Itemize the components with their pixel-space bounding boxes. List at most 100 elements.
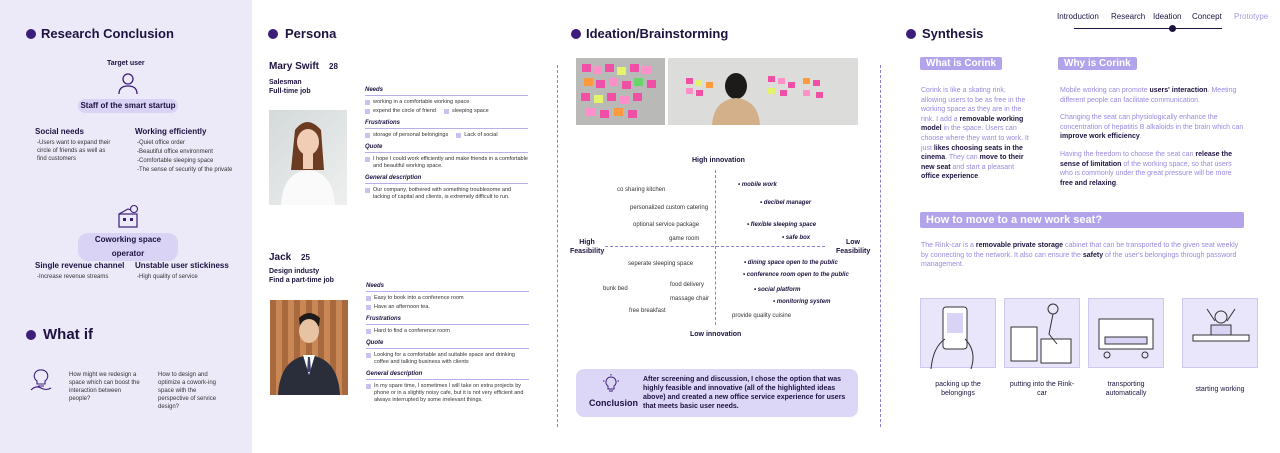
how-to-move-tag: How to move to a new work seat? [920, 212, 1244, 228]
persona-role: Design industy [269, 268, 320, 275]
idea-highlighted: • conference room open to the public [743, 272, 849, 278]
persona-job: Full-time job [269, 88, 311, 95]
what-is-corink-text: Corink is like a skating rink, allowing … [921, 87, 1029, 181]
idea-highlighted: • monitoring system [773, 299, 831, 305]
persona-age: 25 [301, 253, 310, 262]
research-title: Research Conclusion [41, 26, 174, 41]
idea-highlighted: • dining space open to the public [744, 260, 838, 266]
working-line: -Quiet office order [137, 140, 185, 146]
why-is-corink-text: Mobile working can promote users' intera… [1060, 87, 1244, 187]
stickiness-title: Unstable user stickiness [135, 261, 229, 270]
conclusion-text: After screening and discussion, I chose … [643, 376, 846, 410]
idea-highlighted: • mobile work [738, 182, 777, 188]
idea-highlighted: • flexible sleeping space [747, 222, 817, 228]
axis-low-innovation: Low innovation [690, 331, 742, 338]
step-caption: putting into the Rink-car [1009, 381, 1075, 397]
step-caption: packing up the belongings [935, 381, 981, 397]
need-item: working in a comfortable working space [365, 99, 528, 106]
description-text: Our company, bothered with something tro… [365, 187, 528, 201]
working-line: -Comfortable sleeping space [137, 158, 214, 164]
why-is-corink-tag: Why is Corink [1058, 57, 1137, 70]
step-illustration [1182, 298, 1258, 368]
step-illustration [1088, 298, 1164, 368]
divider [880, 65, 881, 427]
need-item: sleeping space [443, 108, 489, 115]
need-item: Have an afternoon tea. [366, 304, 529, 311]
idea-item: food delivery [670, 282, 705, 288]
whatif-title: What if [43, 326, 93, 343]
user-icon [116, 71, 140, 95]
idea-item: free breakfast [629, 308, 666, 314]
idea-item: provide quality cuisine [732, 313, 792, 319]
step-illustration [920, 298, 996, 370]
idea-item: seperate sleeping space [628, 261, 694, 267]
frustration-item: Hard to find a conference room [366, 328, 529, 335]
description-text: In my spare time, I sometimes I will tak… [366, 383, 529, 404]
idea-item: personalized custom catering [630, 205, 709, 211]
quote-text: Looking for a comfortable and suitable s… [366, 352, 529, 366]
axis-high-innovation: High innovation [692, 157, 745, 164]
brainstorm-photo [576, 58, 665, 125]
operator-pill: Coworking space operator [78, 233, 178, 261]
idea-item: bunk bed [603, 286, 628, 292]
ideation-title: Ideation/Brainstorming [586, 26, 729, 41]
nav-item-prototype[interactable]: Prototype [1234, 12, 1269, 21]
idea-bulb-icon [28, 366, 54, 392]
nav-item-introduction[interactable]: Introduction [1057, 12, 1099, 21]
persona-photo [269, 110, 347, 205]
working-line: -Beautiful office environment [137, 149, 213, 155]
target-user-label: Target user [107, 60, 145, 67]
frustrations-label: Frustrations [366, 316, 529, 325]
top-nav: Introduction Research Ideation Concept P… [1056, 12, 1270, 32]
section-bullet [26, 330, 36, 340]
idea-highlighted: • social platform [754, 287, 801, 293]
section-bullet [906, 29, 916, 39]
quote-label: Quote [365, 144, 528, 153]
persona-role: Salesman [269, 79, 302, 86]
idea-highlighted: • decibel manager [760, 200, 812, 206]
frustrations-label: Frustrations [365, 120, 528, 129]
idea-item: game room [669, 236, 700, 242]
social-needs-title: Social needs [35, 127, 84, 136]
what-is-corink-tag: What is Corink [920, 57, 1003, 70]
working-efficiently-title: Working efficiently [135, 127, 207, 136]
idea-highlighted: • safe box [782, 235, 811, 241]
section-bullet [26, 29, 36, 39]
matrix-vertical-axis [715, 170, 716, 325]
needs-label: Needs [366, 283, 529, 292]
nav-progress-line [1074, 28, 1222, 29]
nav-item-ideation[interactable]: Ideation [1153, 12, 1182, 21]
quote-text: I hope I could work efficiently and make… [365, 156, 528, 170]
staff-pill: Staff of the smart startup [78, 99, 178, 113]
description-label: General description [366, 371, 529, 380]
persona-job: Find a part-time job [269, 277, 334, 284]
conclusion-box [576, 369, 858, 417]
revenue-title: Single revenue channel [35, 261, 125, 270]
brainstorm-photo [668, 58, 858, 125]
step-illustration [1004, 298, 1080, 368]
need-item: Easy to book into a conference room [366, 295, 529, 302]
nav-item-research[interactable]: Research [1111, 12, 1146, 21]
persona-name: Jack [269, 252, 292, 263]
persona-age: 28 [329, 62, 338, 71]
social-needs-text: -Users want to expand their circle of fr… [37, 140, 111, 162]
idea-item: co sharing kitchen [617, 187, 666, 193]
working-line: -The sense of security of the private [137, 167, 233, 173]
conclusion-label: Conclusion [589, 398, 638, 408]
step-caption: transporting automatically [1105, 381, 1147, 397]
persona-photo [270, 300, 348, 395]
persona-title: Persona [285, 26, 337, 41]
frustration-item: Lack of social [456, 132, 498, 139]
nav-progress-dot [1169, 25, 1176, 32]
how-to-move-text: The Rink-car is a removable private stor… [921, 242, 1239, 269]
frustration-item: storage of personal belongings [365, 132, 448, 139]
stickiness-text: -High quality of service [137, 274, 198, 280]
axis-low-feasibility: Low Feasibility [836, 239, 871, 255]
nav-item-concept[interactable]: Concept [1192, 12, 1222, 21]
revenue-text: -Increase revenue streams [37, 274, 109, 280]
matrix-horizontal-axis [605, 246, 825, 247]
axis-high-feasibility: High Feasibility [570, 239, 605, 255]
description-label: General description [365, 175, 528, 184]
whatif-question-1: How might we redesign a space which can … [69, 372, 140, 402]
section-bullet [571, 29, 581, 39]
